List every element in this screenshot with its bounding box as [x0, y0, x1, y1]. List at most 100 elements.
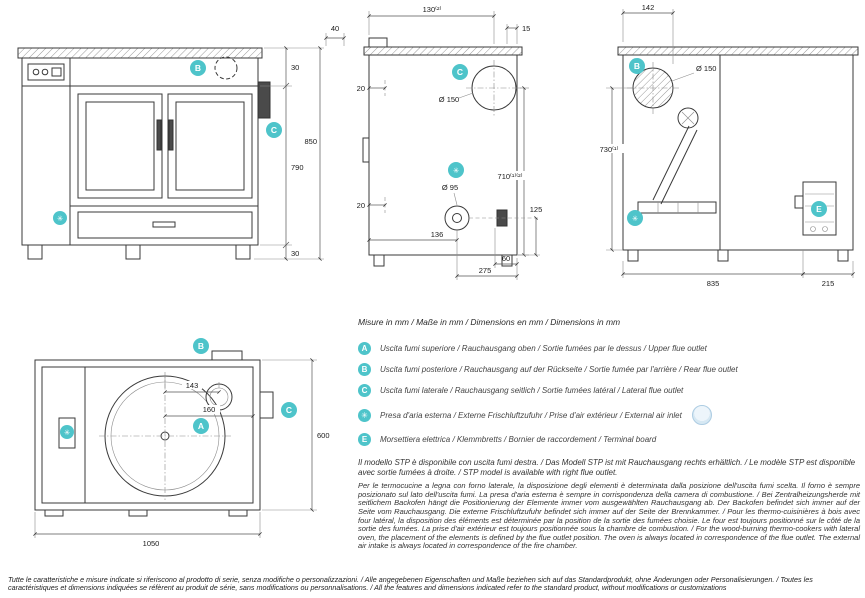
air-inlet-circle: Ø 95: [442, 183, 470, 231]
foot: [128, 509, 148, 517]
dim-275: 275: [455, 244, 519, 280]
front-dim-chain: 30 790 30 850: [254, 46, 324, 261]
air-inlet-panel: [58, 417, 76, 449]
dim-136-label: 136: [431, 230, 444, 239]
dim-790-label: 790: [291, 163, 304, 172]
left-door: [77, 93, 163, 199]
dim-730: 730⁽¹⁾: [596, 86, 633, 252]
dim-15-label: 15: [522, 24, 530, 33]
foot: [27, 244, 43, 260]
left-side-view-drawing: Ø 150 C Ø 95 ✳ 130⁽²⁾ 15: [357, 5, 543, 280]
legend-text-upper-flue: Uscita fumi superiore / Rauchausgang obe…: [380, 344, 707, 353]
top-badge-b-label: B: [198, 341, 204, 351]
terminal-board: [794, 181, 837, 236]
front-view-drawing: B C ✳ 40 30 790 30 850: [17, 24, 346, 261]
top-badge-c-label: C: [286, 405, 292, 415]
front-dim-40: 40: [324, 24, 346, 46]
rear-flue-outlet-circle: [214, 56, 238, 80]
knob-icon: [41, 68, 49, 76]
dia-150-right-label: Ø 150: [696, 64, 716, 73]
clean-air-logo-icon: [691, 405, 712, 425]
dia-95-label: Ø 95: [442, 183, 458, 192]
dim-1050-label: 1050: [143, 539, 160, 548]
dim-130: 130⁽²⁾: [367, 5, 496, 44]
legend-text-rear-flue: Uscita fumi posteriore / Rauchausgang au…: [380, 365, 738, 374]
legend-badge-b: B: [358, 363, 371, 376]
legend-badge-c: C: [358, 384, 371, 397]
right-badge-b: B: [629, 58, 645, 74]
front-stove-body: [17, 47, 263, 260]
units-note: Misure in mm / Maße in mm / Dimensions e…: [358, 317, 621, 327]
door-handle: [168, 119, 174, 151]
drawer: [77, 211, 253, 239]
dim-125-label: 125: [530, 205, 543, 214]
dim-30-top-label: 30: [291, 63, 299, 72]
dim-20-top-label: 20: [357, 84, 365, 93]
legend-item-terminal-board: E Morsettiera elettrica / Klemmbretts / …: [358, 433, 860, 446]
top-badge-a-label: A: [198, 421, 204, 431]
legend-badge-e: E: [358, 433, 371, 446]
right-door: [167, 93, 253, 199]
dim-835-label: 835: [707, 279, 720, 288]
rear-flue-circle-section: Ø 150: [627, 62, 716, 114]
foot: [717, 249, 729, 262]
dim-600: 600: [262, 358, 330, 512]
dim-160: 160: [163, 405, 255, 418]
dim-60-label: 60: [502, 254, 510, 263]
dia-150-label: Ø 150: [439, 95, 459, 104]
dim-20-bottom-label: 20: [357, 201, 365, 210]
foot: [627, 249, 639, 262]
legend-badge-a: A: [358, 342, 371, 355]
dim-125: 125: [469, 205, 543, 257]
top-badge-c: C: [281, 402, 297, 418]
footer-note: Tutte le caratteristiche e misure indica…: [8, 575, 813, 592]
dim-600-label: 600: [317, 431, 330, 440]
legend-text-air-inlet: Presa d'aria esterna / Externe Frischluf…: [380, 410, 682, 420]
side-badge-air-label: ✳: [453, 166, 459, 175]
dim-730-label: 730⁽¹⁾: [600, 145, 619, 154]
dim-60: 60: [493, 228, 519, 268]
door-handle: [362, 137, 370, 163]
right-badge-e: E: [811, 201, 827, 217]
dim-136: 136: [367, 230, 459, 244]
door-handle: [156, 119, 162, 151]
dim-275-label: 275: [479, 266, 492, 275]
side-flue-outlet: [257, 81, 271, 119]
dim-143: 143: [163, 376, 221, 394]
dim-142: 142: [621, 3, 675, 64]
knob-icon: [32, 68, 40, 76]
section-body: [617, 46, 859, 262]
dim-1050: 1050: [33, 512, 262, 548]
right-side-view-drawing: Ø 150 B ✳: [596, 3, 859, 288]
side-flue-collar: [259, 391, 274, 419]
dim-215-label: 215: [822, 279, 835, 288]
top-view-drawing: B C A ✳ 143 160 600: [33, 338, 330, 548]
legend-item-rear-flue: B Uscita fumi posteriore / Rauchausgang …: [358, 363, 860, 376]
foot: [125, 244, 141, 260]
dim-835-215: 835 215: [621, 250, 855, 288]
side-badge-c-label: C: [457, 67, 463, 77]
right-badge-air-inlet: ✳: [627, 210, 643, 226]
dim-160-label: 160: [203, 405, 216, 414]
legend-item-lateral-flue: C Uscita fumi laterale / Rauchausgang se…: [358, 384, 860, 397]
rear-flue-collar: [368, 37, 388, 48]
front-badge-b-label: B: [195, 63, 201, 73]
display-icon: [51, 67, 62, 77]
legend-and-notes: Misure in mm / Maße in mm / Dimensions e…: [358, 316, 860, 551]
legend-item-air-inlet: ✳ Presa d'aria esterna / Externe Frischl…: [358, 405, 860, 425]
front-badge-b: B: [190, 60, 206, 76]
legend-badge-air: ✳: [358, 408, 371, 422]
legend-list: A Uscita fumi superiore / Rauchausgang o…: [358, 342, 860, 446]
right-badge-air-label: ✳: [632, 214, 638, 223]
dim-20-top: 20: [357, 80, 387, 96]
foot: [44, 509, 64, 517]
placement-note: Per le termocucine a legna con forno lat…: [358, 481, 860, 551]
dim-15: 15: [505, 24, 530, 44]
foot: [501, 254, 513, 267]
dim-142-label: 142: [642, 3, 655, 12]
front-badge-c-label: C: [271, 125, 277, 135]
front-badge-c: C: [266, 122, 282, 138]
stp-note: Il modello STP è disponibile con uscita …: [358, 458, 856, 477]
dim-143-label: 143: [186, 381, 199, 390]
